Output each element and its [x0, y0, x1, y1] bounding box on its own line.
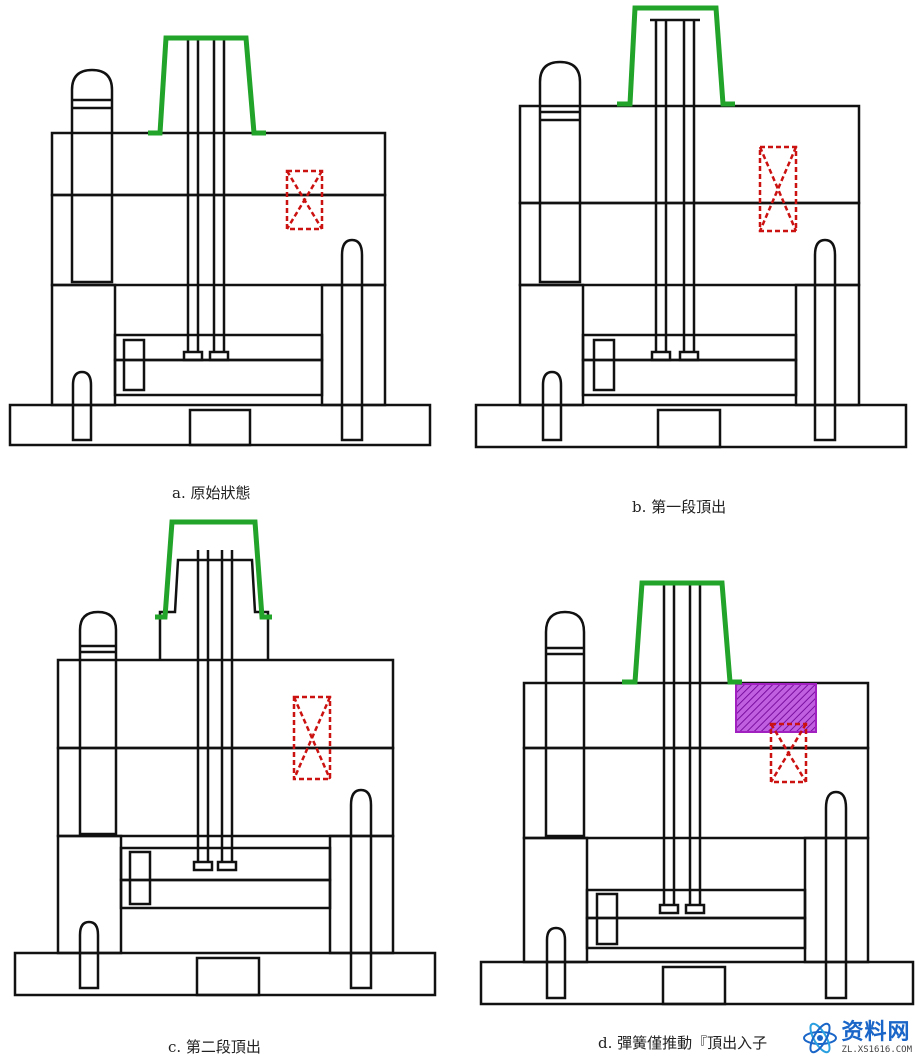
panel-d-mold: [479, 584, 915, 1006]
knockout-hole: [188, 408, 252, 447]
support-plate: [50, 193, 387, 287]
watermark-title: 资料网: [841, 1019, 911, 1045]
ejector-retainer-plate: [113, 333, 324, 362]
panel-c-mold: [13, 550, 437, 997]
panel-a-mold: [8, 40, 432, 447]
panel-b-product: [617, 5, 735, 107]
panel-b-mold: [474, 18, 908, 449]
caption-d: d. 彈簧僅推動『頂出入子: [598, 1034, 768, 1052]
core-plate: [50, 131, 387, 197]
watermark-url: ZL.XS1616.COM: [841, 1044, 912, 1055]
support-block-right: [320, 283, 387, 407]
panel-a-spring: [285, 169, 324, 231]
panel-c-spring: [292, 695, 332, 781]
panel-b-spring: [758, 145, 798, 233]
caption-b: b. 第一段頂出: [632, 498, 727, 516]
guide-pin: [70, 68, 114, 284]
panel-d-product: [622, 580, 742, 685]
clamp-bolt: [71, 370, 93, 442]
watermark: 资料网 ZL.XS1616.COM: [802, 1020, 912, 1056]
panel-c-product: [155, 519, 272, 620]
ejector-plate: [113, 358, 324, 397]
ejector-screw: [122, 338, 146, 392]
caption-a: a. 原始狀態: [172, 484, 251, 502]
caption-c: c. 第二段頂出: [168, 1038, 261, 1056]
panel-a-product: [148, 35, 266, 136]
return-pin: [340, 238, 364, 442]
atom-logo-icon: [802, 1022, 837, 1054]
support-block-left: [50, 283, 117, 407]
panel-d-spring: [769, 722, 808, 784]
